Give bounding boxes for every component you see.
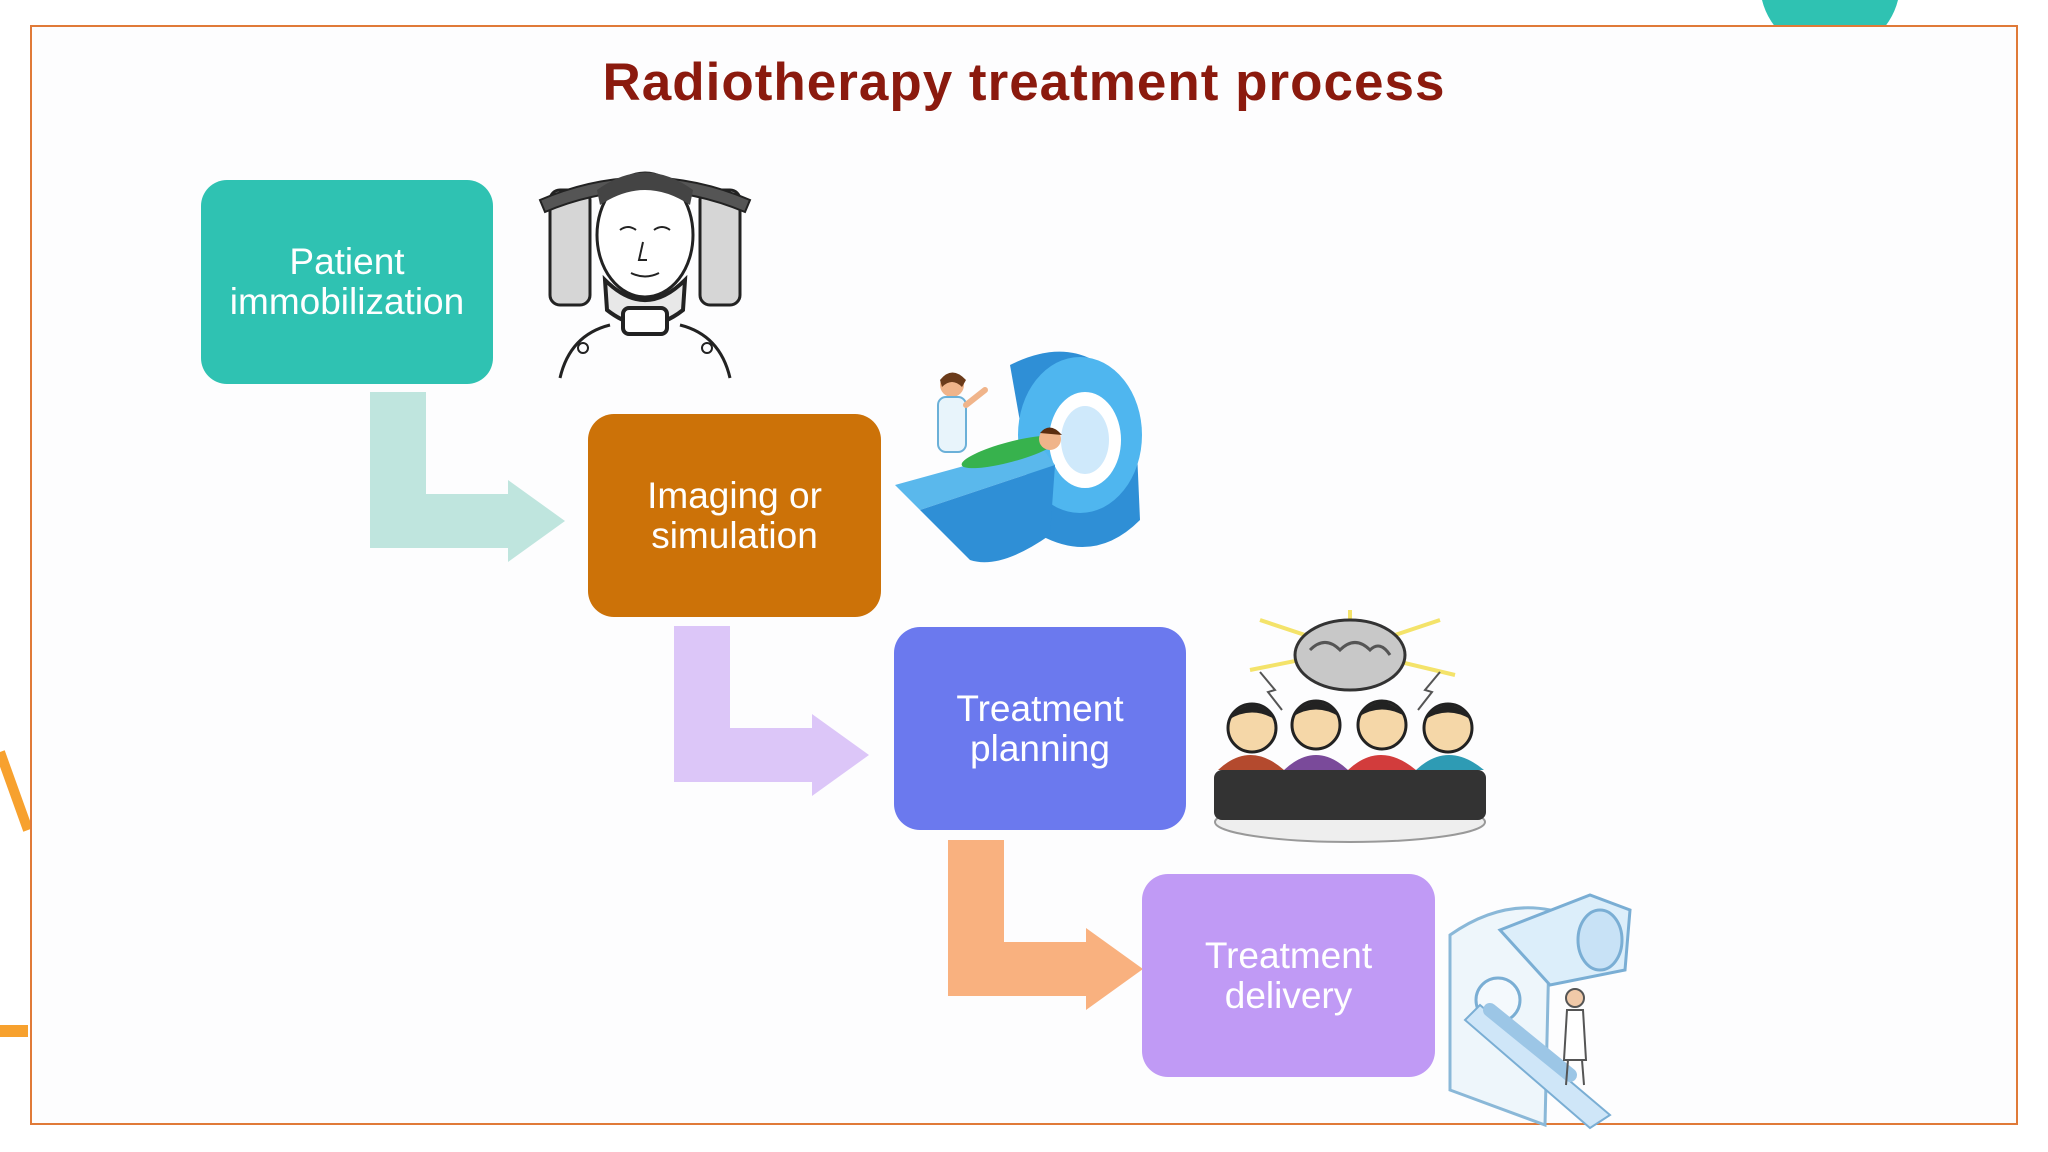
ct-scanner-icon: [895, 351, 1142, 563]
step-label-line2: planning: [970, 727, 1110, 769]
step-label-line2: simulation: [651, 514, 818, 556]
connector-arrow-3: [948, 840, 1143, 1010]
step-box-patient-immobilization: Patient immobilization: [201, 180, 493, 384]
connector-arrow-2: [674, 626, 869, 796]
immobilization-mask-icon: [538, 171, 752, 379]
step-label-line1: Imaging or: [647, 474, 822, 516]
step-label-line1: Treatment: [1204, 934, 1373, 976]
decorative-teal-circle: [1762, 0, 1898, 30]
step-box-imaging-simulation: Imaging or simulation: [588, 414, 881, 617]
page-title: Radiotherapy treatment process: [602, 53, 1446, 112]
connector-arrow-2-shape: [674, 626, 869, 796]
step-box-treatment-delivery: Treatment delivery: [1142, 874, 1435, 1077]
connector-arrow-1-shape: [370, 392, 565, 562]
planning-team-icon: [1214, 610, 1486, 843]
step-label-line1: Patient: [289, 241, 405, 282]
step-label-line1: Treatment: [956, 687, 1124, 729]
step-label-line2: delivery: [1224, 974, 1353, 1016]
step-label-line2: immobilization: [229, 281, 465, 322]
step-box-treatment-planning: Treatment planning: [894, 627, 1186, 830]
linac-delivery-icon: [1448, 893, 1632, 1130]
connector-arrow-1: [370, 392, 565, 562]
decorative-orange-lines: [0, 750, 33, 1037]
connector-arrow-3-shape: [948, 840, 1143, 1010]
